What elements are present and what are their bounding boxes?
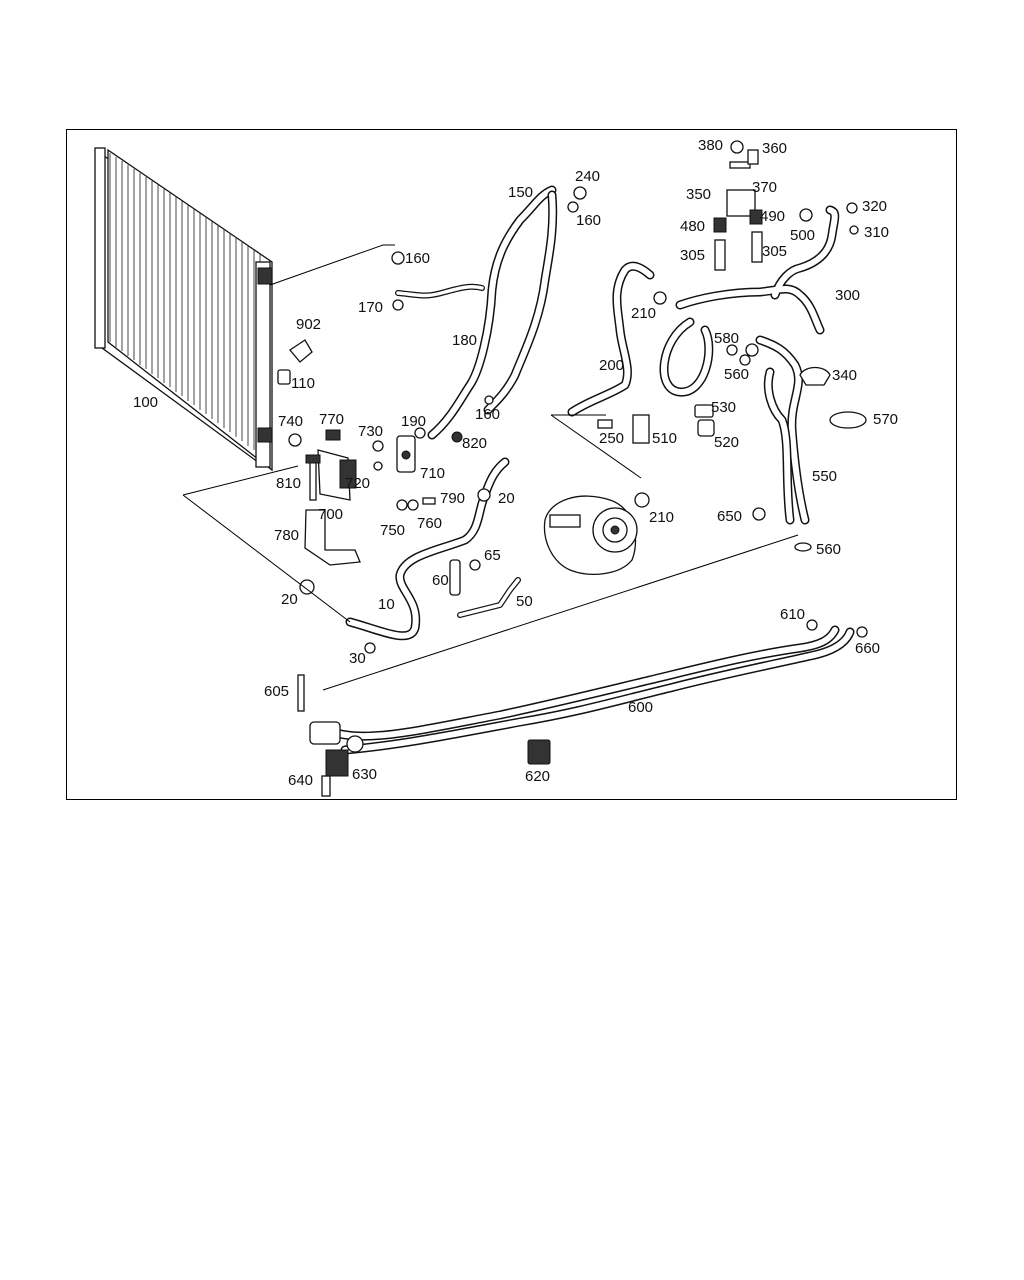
label-100: 100 xyxy=(133,394,158,411)
refrigerant-pipes xyxy=(323,185,855,755)
label-605: 605 xyxy=(264,683,289,700)
label-65: 65 xyxy=(484,547,501,564)
label-490: 490 xyxy=(760,208,785,225)
diagram-frame xyxy=(66,129,957,800)
label-510: 510 xyxy=(652,430,677,447)
label-50: 50 xyxy=(516,593,533,610)
label-650: 650 xyxy=(717,508,742,525)
label-380: 380 xyxy=(698,137,723,154)
label-370: 370 xyxy=(752,179,777,196)
label-60: 60 xyxy=(432,572,449,589)
label-240: 240 xyxy=(575,168,600,185)
label-10: 10 xyxy=(378,596,395,613)
condenser-part-100 xyxy=(94,147,273,472)
label-350: 350 xyxy=(686,186,711,203)
label-630: 630 xyxy=(352,766,377,783)
label-620: 620 xyxy=(525,768,550,785)
label-550: 550 xyxy=(812,468,837,485)
label-640: 640 xyxy=(288,772,313,789)
label-160-c: 160 xyxy=(475,406,500,423)
label-810: 810 xyxy=(276,475,301,492)
label-560-b: 560 xyxy=(816,541,841,558)
label-600: 600 xyxy=(628,699,653,716)
label-902: 902 xyxy=(296,316,321,333)
label-190: 190 xyxy=(401,413,426,430)
label-310: 310 xyxy=(864,224,889,241)
label-320: 320 xyxy=(862,198,887,215)
label-700: 700 xyxy=(318,506,343,523)
label-480: 480 xyxy=(680,218,705,235)
label-790: 790 xyxy=(440,490,465,507)
label-760: 760 xyxy=(417,515,442,532)
label-200: 200 xyxy=(599,357,624,374)
label-560-a: 560 xyxy=(724,366,749,383)
label-770: 770 xyxy=(319,411,344,428)
label-160-a: 160 xyxy=(405,250,430,267)
label-740: 740 xyxy=(278,413,303,430)
label-730: 730 xyxy=(358,423,383,440)
label-150: 150 xyxy=(508,184,533,201)
label-780: 780 xyxy=(274,527,299,544)
label-110: 110 xyxy=(291,375,315,392)
label-820: 820 xyxy=(462,435,487,452)
label-660: 660 xyxy=(855,640,880,657)
label-570: 570 xyxy=(873,411,898,428)
label-305-b: 305 xyxy=(762,243,787,260)
label-20-a: 20 xyxy=(498,490,515,507)
label-300: 300 xyxy=(835,287,860,304)
label-500: 500 xyxy=(790,227,815,244)
part-labels: 10 20 20 30 50 60 65 100 110 150 160 160… xyxy=(133,137,898,789)
label-580: 580 xyxy=(714,330,739,347)
label-30: 30 xyxy=(349,650,366,667)
label-720: 720 xyxy=(345,475,370,492)
label-250: 250 xyxy=(599,430,624,447)
label-360: 360 xyxy=(762,140,787,157)
label-610: 610 xyxy=(780,606,805,623)
label-20-b: 20 xyxy=(281,591,298,608)
label-180: 180 xyxy=(452,332,477,349)
label-305-a: 305 xyxy=(680,247,705,264)
label-750: 750 xyxy=(380,522,405,539)
label-170: 170 xyxy=(358,299,383,316)
label-710: 710 xyxy=(420,465,445,482)
label-210-b: 210 xyxy=(649,509,674,526)
small-parts xyxy=(277,140,868,797)
label-520: 520 xyxy=(714,434,739,451)
label-210-a: 210 xyxy=(631,305,656,322)
compressor xyxy=(543,495,638,575)
label-160-b: 160 xyxy=(576,212,601,229)
label-530: 530 xyxy=(711,399,736,416)
leader-lines xyxy=(182,244,799,691)
label-340: 340 xyxy=(832,367,857,384)
